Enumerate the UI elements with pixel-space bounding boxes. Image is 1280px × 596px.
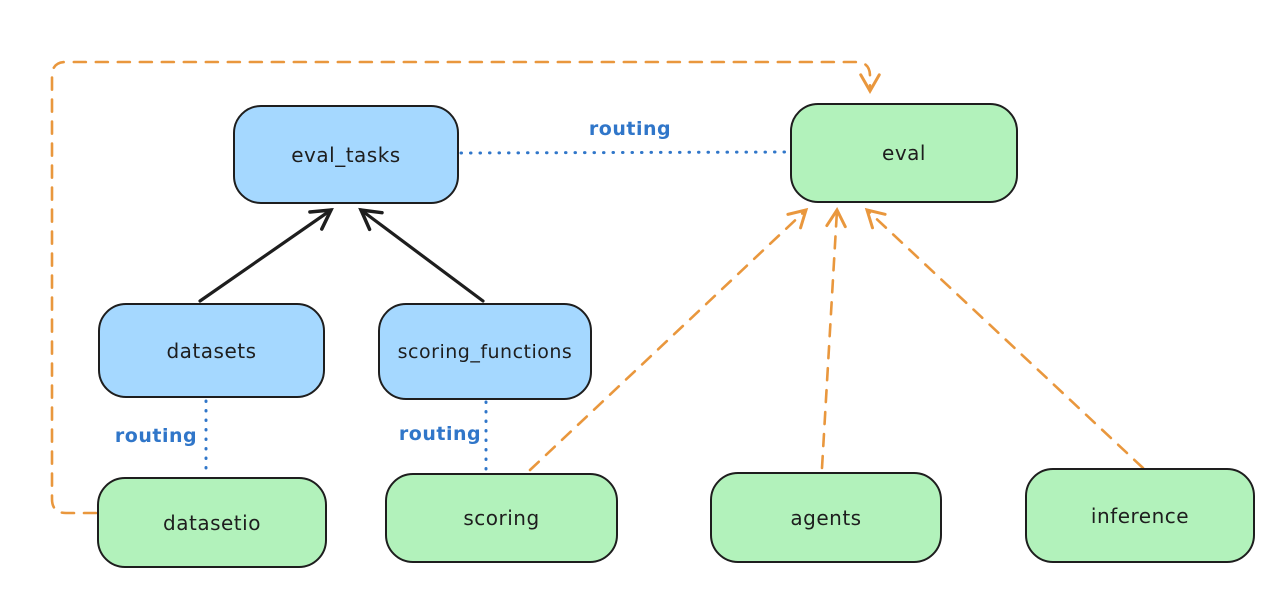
- edge-routing-eval-tasks-to-eval: [459, 150, 790, 155]
- edge-agents-to-eval: [820, 206, 847, 470]
- node-scoring-functions: scoring_functions: [378, 303, 592, 400]
- node-datasets: datasets: [98, 303, 325, 398]
- node-eval-label: eval: [882, 141, 926, 165]
- edge-datasets-to-eval-tasks: [198, 207, 334, 303]
- node-scoring: scoring: [385, 473, 618, 563]
- edge-label-routing-scoring-functions-to-scoring: routing: [398, 423, 482, 445]
- edge-label-routing-datasets-to-datasetio: routing: [114, 425, 198, 447]
- node-agents: agents: [710, 472, 942, 563]
- node-datasetio: datasetio: [97, 477, 327, 568]
- node-datasets-label: datasets: [166, 338, 257, 363]
- node-eval: eval: [790, 103, 1018, 203]
- edge-scoring-functions-to-eval-tasks: [358, 207, 485, 303]
- node-eval-tasks-label: eval_tasks: [291, 142, 401, 167]
- node-inference: inference: [1025, 468, 1255, 563]
- node-scoring-functions-label: scoring_functions: [397, 340, 573, 363]
- edge-label-routing-eval-tasks-to-eval: routing: [588, 118, 672, 140]
- node-eval-tasks: eval_tasks: [233, 105, 459, 204]
- node-scoring-label: scoring: [463, 506, 540, 530]
- node-inference-label: inference: [1090, 503, 1190, 528]
- edge-datasetio-to-eval: [50, 60, 881, 515]
- edge-scoring-to-eval: [528, 207, 809, 472]
- edge-inference-to-eval: [864, 207, 1145, 470]
- node-datasetio-label: datasetio: [163, 510, 261, 535]
- node-agents-label: agents: [790, 505, 862, 530]
